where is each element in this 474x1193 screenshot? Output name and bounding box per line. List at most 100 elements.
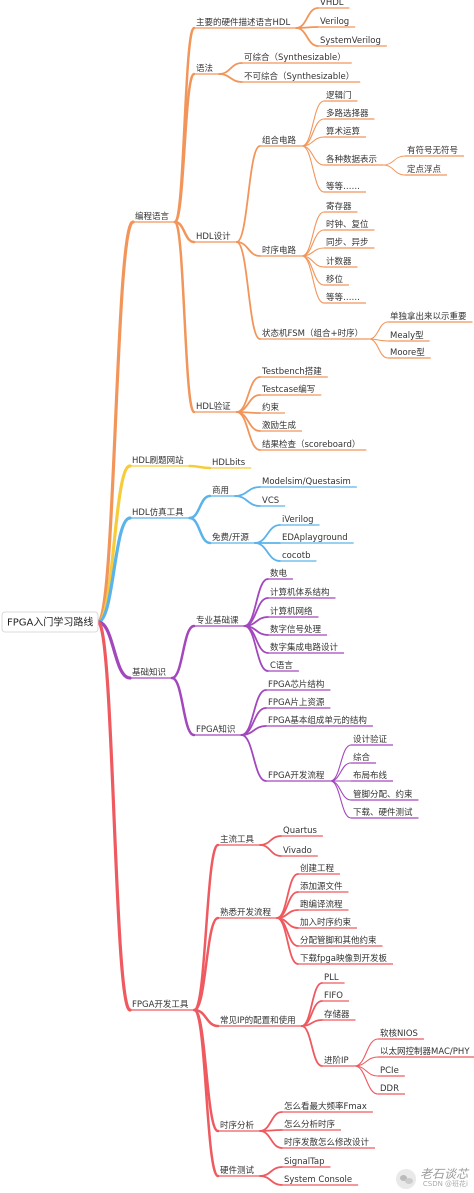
node-b4-2-3-0: 软核NIOS [378,1028,424,1040]
node-b0: 编程语言 [133,211,176,223]
node-b0-2-2-1: Mealy型 [388,331,430,342]
node-b0-2-1-3: 计数器 [324,256,358,268]
node-b4-4-1: System Console [282,1175,359,1186]
label-b0-1-0: 可综合（Synthesizable） [244,52,346,63]
label-b3-1-3-4: 下载、硬件测试 [353,807,413,818]
link-b0-2-1-5 [301,255,325,304]
node-b0-2-1-0: 寄存器 [324,201,358,213]
link-b3-1-3-1 [329,762,352,782]
label-b3-1-1: FPGA片上资源 [268,697,325,708]
link-b0-2-2-2 [368,338,389,359]
link-b0 [96,220,135,624]
link-b0-2 [173,220,196,244]
link-b0-2-1 [235,241,261,257]
node-b3-1-0: FPGA芯片结构 [266,679,331,691]
label-b4-4-1: System Console [284,1175,352,1185]
link-b3-0-0 [243,578,269,627]
node-b3-1-3-0: 设计验证 [351,734,394,746]
label-b0-2-1-1: 时钟、复位 [326,219,369,230]
label-b2-1-0: iVerilog [282,515,314,525]
node-b0-2-0: 组合电路 [260,135,303,147]
link-b3-1-3 [240,734,267,782]
label-b3-1-3-1: 综合 [353,752,371,763]
node-b0-2-1-1: 时钟、复位 [324,219,375,231]
label-b2-1: 免费/开源 [212,532,249,543]
root-label: FPGA入门学习路线 [7,616,93,629]
label-b0-0: 主要的硬件描述语言HDL [196,17,290,28]
node-b4-1-4: 分配管脚和其他约束 [298,935,383,947]
link-b0-2-0-0 [301,100,325,147]
label-b4-2-1: FIFO [324,991,343,1001]
label-b4-1-5: 下载fpga映像到开发板 [300,953,387,964]
link-b4-3-2 [259,1130,283,1149]
label-b0-2-1-2: 同步、异步 [326,238,369,248]
label-b0-2-0-1: 多路选择器 [326,108,369,119]
label-b4-0-1: Vivado [283,846,312,856]
label-b1-0: HDLbits [212,458,246,468]
label-b3: 基础知识 [132,667,166,678]
label-b4-2-3-1: 以太网控制器MAC/PHY [380,1046,470,1057]
link-b2-0-1 [234,495,261,507]
label-b0-0-1: Verilog [320,17,349,27]
root-node: FPGA入门学习路线 [1,611,99,633]
link-b3-1-3-0 [329,744,352,782]
link-b4 [96,620,132,1012]
link-b4-1 [193,916,220,1012]
label-b4-2-3-2: PCIe [380,1066,399,1076]
label-b4-3-0: 怎么看最大频率Fmax [284,1101,367,1112]
label-b4: FPGA开发工具 [132,999,189,1010]
link-b1 [96,464,132,624]
link-b3-1-2 [240,725,267,736]
link-b4-3 [193,1008,220,1133]
node-b4-1: 熟悉开发流程 [218,907,278,919]
watermark: 老石谈芯 CSDN @班花i [395,1167,468,1189]
node-b3-1-3-4: 下载、硬件测试 [351,807,419,819]
node-b0-2-1: 时序电路 [260,245,303,257]
link-b1-0 [188,464,212,470]
label-b4-4-0: SignalTap [284,1157,325,1167]
link-b4-3-0 [259,1111,283,1132]
label-b4-0-0: Quartus [283,826,318,836]
node-b4-3: 时序分析 [218,1120,261,1132]
node-b4-2-2: 存储器 [322,1009,356,1021]
label-b0-2-0-3-0: 有符号无符号 [407,145,458,156]
link-b4-0-0 [259,835,282,846]
node-b0-0-2: SystemVerilog [318,36,387,47]
label-b4-2-3-3: DDR [380,1084,399,1094]
label-b0-2-1-4: 移位 [326,274,344,285]
node-b0-2-0-1: 多路选择器 [324,108,375,120]
node-b3-0-4: 数字集成电路设计 [268,642,345,654]
label-b0-2-1-3: 计数器 [326,256,352,267]
node-b0-0-0: VHDL [318,0,350,9]
node-b4-1-2: 跑编译流程 [298,899,349,911]
label-b3-1: FPGA知识 [196,724,235,735]
link-b4-1-2 [276,909,299,919]
link-b0-2-0-3 [301,145,325,166]
label-b2-1-1: EDAplayground [282,533,348,543]
node-b4-2-3-3: DDR [378,1084,405,1095]
link-b0-1-1 [218,73,243,83]
node-b0-2-0-2: 算术运算 [324,126,367,138]
label-b0-2-0-2: 算术运算 [326,126,361,137]
node-b0-3-4: 结果检查（scoreboard） [260,439,367,451]
node-b0-2-2-0: 单独拿出来以示重要 [388,311,473,323]
label-b0-0-2: SystemVerilog [320,36,381,46]
link-b3-1-3-3 [329,780,352,801]
label-b0-2: HDL设计 [196,231,231,242]
node-b3-0-2: 计算机网络 [268,606,319,618]
node-b2-0-1: VCS [260,496,286,507]
node-b0-1-0: 可综合（Synthesizable） [242,52,352,64]
link-b0-3-4 [235,411,261,451]
label-b3-0-4: 数字集成电路设计 [270,642,339,653]
label-b4-2-2: 存储器 [324,1009,350,1020]
label-b0-3-1: Testcase编写 [261,384,315,395]
label-b3-1-0: FPGA芯片结构 [268,679,324,690]
node-b4-0-0: Quartus [281,826,323,837]
node-b4-3-1: 怎么分析时序 [282,1119,342,1131]
node-b3: 基础知识 [130,667,173,679]
link-b0-0 [173,26,196,224]
label-b4-2-3-0: 软核NIOS [380,1028,418,1039]
link-b3-1-0 [240,689,267,736]
label-b4-1-3: 加入时序约束 [300,917,352,928]
wechat-logo-icon [395,1169,416,1189]
